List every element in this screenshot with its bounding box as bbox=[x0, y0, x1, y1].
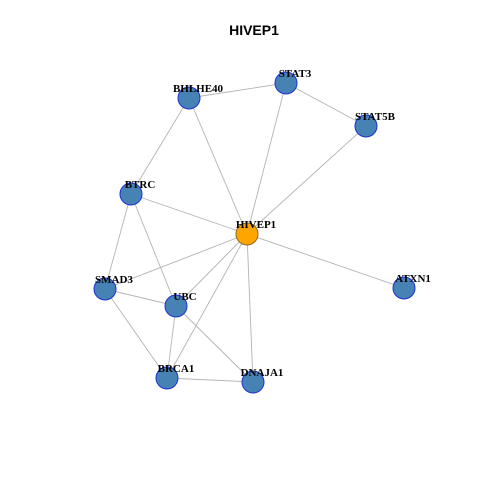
node-circle bbox=[177, 86, 201, 110]
edge-bhlhe40-stat3 bbox=[188, 82, 287, 99]
node-circle bbox=[235, 222, 259, 246]
node-circle bbox=[164, 294, 188, 318]
node-btrc: BTRC bbox=[119, 179, 156, 206]
node-circle bbox=[354, 114, 378, 138]
node-circle bbox=[155, 366, 179, 390]
node-ubc: UBC bbox=[164, 291, 197, 318]
node-atxn1: ATXN1 bbox=[392, 273, 431, 300]
node-circle bbox=[392, 276, 416, 300]
edge-btrc-smad3 bbox=[104, 193, 132, 290]
node-label: BRCA1 bbox=[158, 363, 195, 375]
edge-btrc-hivep1 bbox=[130, 193, 248, 235]
edge-smad3-ubc bbox=[104, 288, 177, 307]
edge-smad3-brca1 bbox=[104, 288, 168, 379]
diagram-title: HIVEP1 bbox=[229, 22, 279, 38]
edge-stat3-stat5b bbox=[285, 82, 367, 127]
edge-hivep1-ubc bbox=[175, 233, 248, 307]
edge-bhlhe40-hivep1 bbox=[188, 97, 248, 235]
edge-brca1-dnaja1 bbox=[166, 377, 254, 383]
edge-hivep1-atxn1 bbox=[246, 233, 405, 289]
node-label: ATXN1 bbox=[395, 273, 431, 285]
edge-stat5b-hivep1 bbox=[246, 125, 367, 235]
node-smad3: SMAD3 bbox=[93, 274, 133, 301]
node-label: STAT3 bbox=[279, 68, 312, 80]
edge-ubc-dnaja1 bbox=[175, 305, 254, 383]
edge-stat3-hivep1 bbox=[246, 82, 287, 235]
node-brca1: BRCA1 bbox=[155, 363, 195, 390]
edge-layer bbox=[104, 82, 405, 383]
node-circle bbox=[274, 71, 298, 95]
edge-hivep1-smad3 bbox=[104, 233, 248, 290]
node-circle bbox=[119, 182, 143, 206]
node-label: BTRC bbox=[125, 179, 156, 191]
edge-ubc-brca1 bbox=[166, 305, 177, 379]
edge-bhlhe40-btrc bbox=[130, 97, 190, 195]
node-label: BHLHE40 bbox=[173, 83, 224, 95]
node-label: STAT5B bbox=[355, 111, 396, 123]
node-label: UBC bbox=[173, 291, 196, 303]
node-circle bbox=[93, 277, 117, 301]
node-label: HIVEP1 bbox=[236, 219, 276, 231]
node-circle bbox=[241, 370, 265, 394]
node-label: DNAJA1 bbox=[241, 367, 284, 379]
node-stat3: STAT3 bbox=[274, 68, 312, 95]
edge-hivep1-brca1 bbox=[166, 233, 248, 379]
edge-hivep1-dnaja1 bbox=[246, 233, 254, 383]
node-dnaja1: DNAJA1 bbox=[241, 367, 284, 394]
node-hivep1: HIVEP1 bbox=[235, 219, 276, 246]
node-label: SMAD3 bbox=[95, 274, 133, 286]
edge-btrc-ubc bbox=[130, 193, 177, 307]
node-stat5b: STAT5B bbox=[354, 111, 396, 138]
node-bhlhe40: BHLHE40 bbox=[173, 83, 224, 110]
